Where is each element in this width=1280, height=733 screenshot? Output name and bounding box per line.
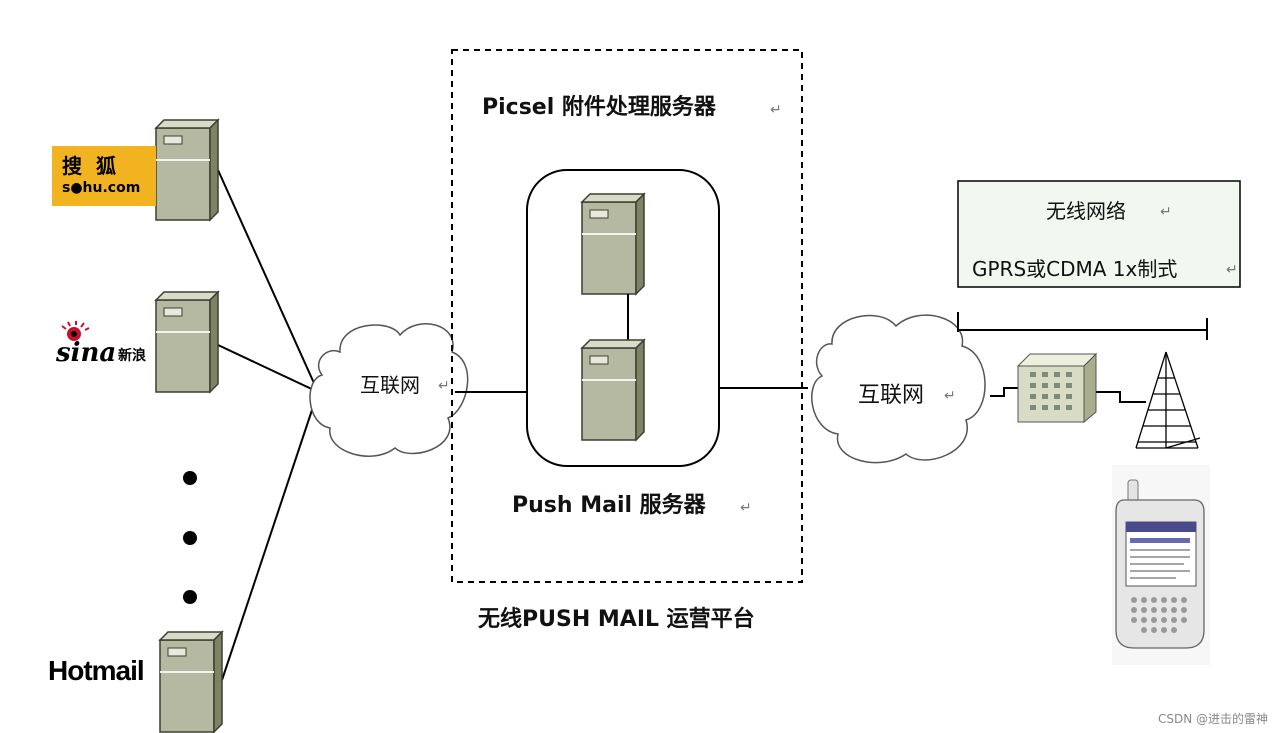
sina-server-icon [155,291,219,393]
link-internet-to-base-station [990,387,1018,397]
return-mark: ↵ [438,378,450,394]
hotmail-logo-text: Hotmail [48,655,145,686]
sina-logo-chinese: 新浪 [118,348,146,364]
sina-logo: sina 新浪 [52,320,156,376]
operations-platform-box [451,49,803,583]
wireless-span-bracket [957,312,1208,340]
ellipsis-dot [183,471,197,485]
server-cluster-box [526,169,720,467]
ellipsis-dot [183,590,197,604]
wireless-network-box [957,180,1241,288]
ellipsis-dot [183,531,197,545]
attachment-server-icon [581,193,645,295]
hotmail-server-icon [159,631,223,733]
link-sina-to-internet [217,344,319,393]
link-sohu-to-internet [217,169,319,393]
internet-cloud-right [811,314,986,464]
return-mark: ↵ [740,500,752,516]
return-mark: ↵ [1226,262,1238,278]
wireless-network-subtitle: GPRS或CDMA 1x制式 [972,257,1177,281]
return-mark: ↵ [944,388,956,404]
return-mark: ↵ [1160,204,1172,220]
internet-label-right: 互联网 [858,383,924,408]
antenna-tower-icon [1135,351,1201,449]
sohu-logo-chinese: 搜狐 [62,154,130,178]
csdn-watermark: CSDN @进击的雷神 [1157,712,1268,726]
wireless-network-title: 无线网络 [1046,199,1126,223]
sohu-logo-english: s●hu.com [62,180,141,196]
internet-cloud-left [309,323,469,457]
link-hotmail-to-internet [221,391,319,681]
hotmail-logo: Hotmail [48,655,160,699]
sohu-logo: 搜狐 s●hu.com [52,146,156,206]
return-mark: ↵ [770,102,782,118]
push-mail-server-label: Push Mail 服务器 [512,493,707,518]
base-station-icon [1016,352,1098,424]
internet-label-left: 互联网 [360,373,420,397]
push-mail-server-icon [581,339,645,441]
link-base-station-to-tower [1096,391,1146,403]
sina-eye-icon [61,321,90,341]
pda-device-icon [1112,465,1210,665]
attachment-server-label: Picsel 附件处理服务器 [482,94,717,120]
sohu-server-icon [155,119,219,221]
sina-logo-english: sina [56,338,117,368]
platform-label: 无线PUSH MAIL 运营平台 [478,606,755,632]
